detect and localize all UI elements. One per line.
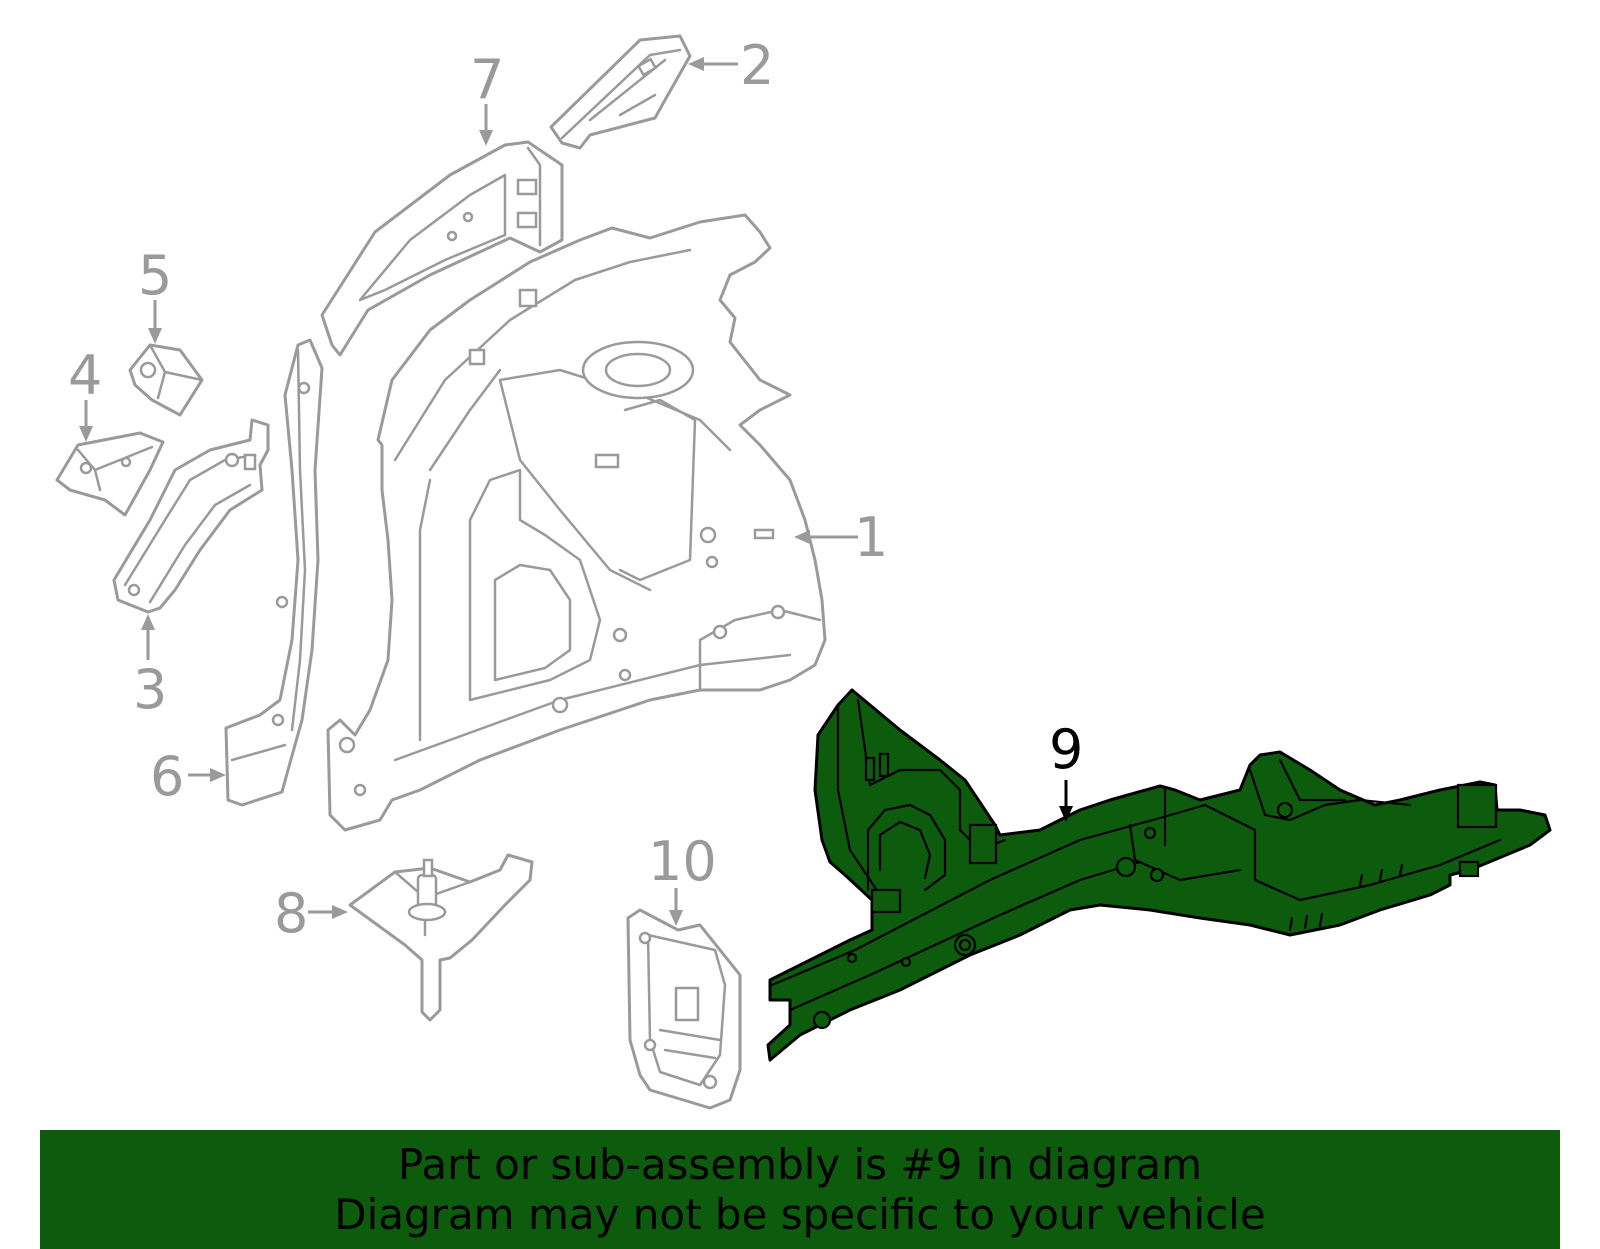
callout-number-4: 4 bbox=[68, 344, 102, 407]
callout-number-1: 1 bbox=[854, 506, 888, 569]
part-2-upper-rail-extension[interactable] bbox=[549, 34, 692, 150]
callout-number-10: 10 bbox=[648, 830, 717, 893]
part-10-mounting-plate[interactable] bbox=[626, 908, 742, 1110]
callout-number-7: 7 bbox=[470, 48, 504, 111]
part-9-side-member-highlighted[interactable] bbox=[766, 688, 1552, 1062]
info-banner: Part or sub-assembly is #9 in diagram Di… bbox=[40, 1130, 1560, 1249]
callout-1: 1 bbox=[794, 506, 888, 569]
part-1-wheelhouse-assembly[interactable] bbox=[326, 213, 827, 832]
callout-4: 4 bbox=[68, 344, 102, 442]
banner-line-disclaimer: Diagram may not be specific to your vehi… bbox=[334, 1189, 1266, 1239]
banner-line-part-info: Part or sub-assembly is #9 in diagram bbox=[397, 1139, 1203, 1189]
callout-3: 3 bbox=[133, 614, 167, 721]
part-6-pillar-reinforcement[interactable] bbox=[224, 338, 324, 807]
callout-2: 2 bbox=[688, 34, 774, 97]
callout-7: 7 bbox=[470, 48, 504, 146]
callout-8: 8 bbox=[274, 882, 348, 945]
callout-number-3: 3 bbox=[133, 658, 167, 721]
callout-number-2: 2 bbox=[740, 34, 774, 97]
callout-6: 6 bbox=[150, 745, 226, 808]
callout-10: 10 bbox=[648, 830, 717, 926]
part-7-upper-arch-panel[interactable] bbox=[320, 140, 564, 357]
part-8-strut-mount-bracket[interactable] bbox=[348, 853, 534, 1022]
part-4-small-bracket[interactable] bbox=[55, 431, 165, 517]
part-3-curved-support-bracket[interactable] bbox=[112, 418, 270, 614]
callout-5: 5 bbox=[138, 244, 172, 344]
callout-number-5: 5 bbox=[138, 244, 172, 307]
callout-number-6: 6 bbox=[150, 745, 184, 808]
callout-number-8: 8 bbox=[274, 882, 308, 945]
callout-number-9: 9 bbox=[1049, 718, 1083, 781]
callout-9: 9 bbox=[1049, 718, 1083, 822]
part-5-block[interactable] bbox=[128, 343, 204, 417]
